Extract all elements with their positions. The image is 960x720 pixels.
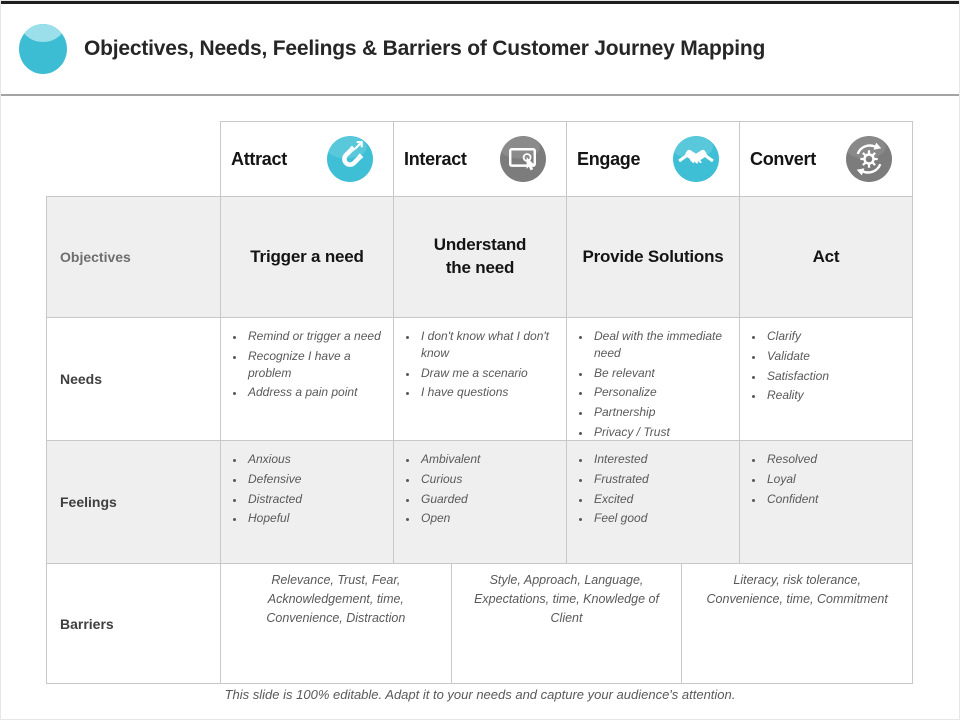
- feelings-cell-attract: Anxious Defensive Distracted Hopeful: [221, 441, 394, 564]
- row-label-barriers: Barriers: [46, 564, 221, 684]
- bullet-item: Hopeful: [245, 510, 389, 527]
- handshake-icon: [673, 136, 719, 182]
- objectives-cell-interact: Understand the need: [394, 197, 567, 318]
- stage-label: Interact: [404, 148, 467, 169]
- bullet-item: Privacy / Trust: [591, 424, 735, 441]
- needs-cell-interact: I don't know what I don't know Draw me a…: [394, 318, 567, 441]
- magnet-icon: [327, 136, 373, 182]
- bullet-item: Guarded: [418, 491, 562, 508]
- stage-label: Convert: [750, 148, 816, 169]
- stage-header-attract: Attract: [221, 121, 394, 197]
- bullet-item: Anxious: [245, 451, 389, 468]
- slide-header: Objectives, Needs, Feelings & Barriers o…: [1, 4, 959, 96]
- stage-label: Attract: [231, 148, 287, 169]
- bullet-item: Satisfaction: [764, 368, 908, 385]
- bullet-item: Feel good: [591, 510, 735, 527]
- bullet-item: Remind or trigger a need: [245, 328, 389, 345]
- objectives-cell-attract: Trigger a need: [221, 197, 394, 318]
- bullet-item: Deal with the immediate need: [591, 328, 735, 362]
- slide-title: Objectives, Needs, Feelings & Barriers o…: [84, 37, 766, 60]
- bullet-item: Open: [418, 510, 562, 527]
- bullet-item: Ambivalent: [418, 451, 562, 468]
- needs-cell-convert: Clarify Validate Satisfaction Reality: [740, 318, 913, 441]
- footer-note: This slide is 100% editable. Adapt it to…: [224, 687, 736, 702]
- stage-label: Engage: [577, 148, 641, 169]
- row-label-feelings: Feelings: [46, 441, 221, 564]
- bullet-item: Resolved: [764, 451, 908, 468]
- top-accent-bar: [1, 1, 959, 4]
- stage-header-engage: Engage: [567, 121, 740, 197]
- bullet-item: Address a pain point: [245, 384, 389, 401]
- touch-screen-icon: [500, 136, 546, 182]
- feelings-cell-convert: Resolved Loyal Confident: [740, 441, 913, 564]
- needs-cell-attract: Remind or trigger a need Recognize I hav…: [221, 318, 394, 441]
- bullet-item: Curious: [418, 471, 562, 488]
- bullet-item: Interested: [591, 451, 735, 468]
- needs-cell-engage: Deal with the immediate need Be relevant…: [567, 318, 740, 441]
- company-logo-icon: [19, 24, 67, 74]
- bullet-item: Clarify: [764, 328, 908, 345]
- bullet-item: Distracted: [245, 491, 389, 508]
- bullet-item: Reality: [764, 387, 908, 404]
- objectives-cell-engage: Provide Solutions: [567, 197, 740, 318]
- objectives-cell-convert: Act: [740, 197, 913, 318]
- conversion-gear-icon: [846, 136, 892, 182]
- bullet-item: Defensive: [245, 471, 389, 488]
- row-label-needs: Needs: [46, 318, 221, 441]
- header-empty-cell: [46, 121, 221, 197]
- bullet-item: Validate: [764, 348, 908, 365]
- bullet-item: Recognize I have a problem: [245, 348, 389, 382]
- bullet-item: Draw me a scenario: [418, 365, 562, 382]
- barriers-cell-2: Style, Approach, Language, Expectations,…: [450, 564, 682, 683]
- row-label-objectives: Objectives: [46, 197, 221, 318]
- journey-mapping-table: Attract Interact: [46, 121, 913, 684]
- bullet-item: Be relevant: [591, 365, 735, 382]
- bullet-item: I have questions: [418, 384, 562, 401]
- feelings-cell-engage: Interested Frustrated Excited Feel good: [567, 441, 740, 564]
- bullet-item: Excited: [591, 491, 735, 508]
- bullet-item: Confident: [764, 491, 908, 508]
- feelings-cell-interact: Ambivalent Curious Guarded Open: [394, 441, 567, 564]
- barriers-cell-1: Relevance, Trust, Fear, Acknowledgement,…: [266, 573, 406, 625]
- stage-header-interact: Interact: [394, 121, 567, 197]
- stage-header-convert: Convert: [740, 121, 913, 197]
- bullet-item: I don't know what I don't know: [418, 328, 562, 362]
- bullet-item: Frustrated: [591, 471, 735, 488]
- bullet-item: Personalize: [591, 384, 735, 401]
- bullet-item: Partnership: [591, 404, 735, 421]
- barriers-row: Relevance, Trust, Fear, Acknowledgement,…: [221, 564, 913, 684]
- barriers-cell-3: Literacy, risk tolerance, Convenience, t…: [681, 564, 912, 683]
- bullet-item: Loyal: [764, 471, 908, 488]
